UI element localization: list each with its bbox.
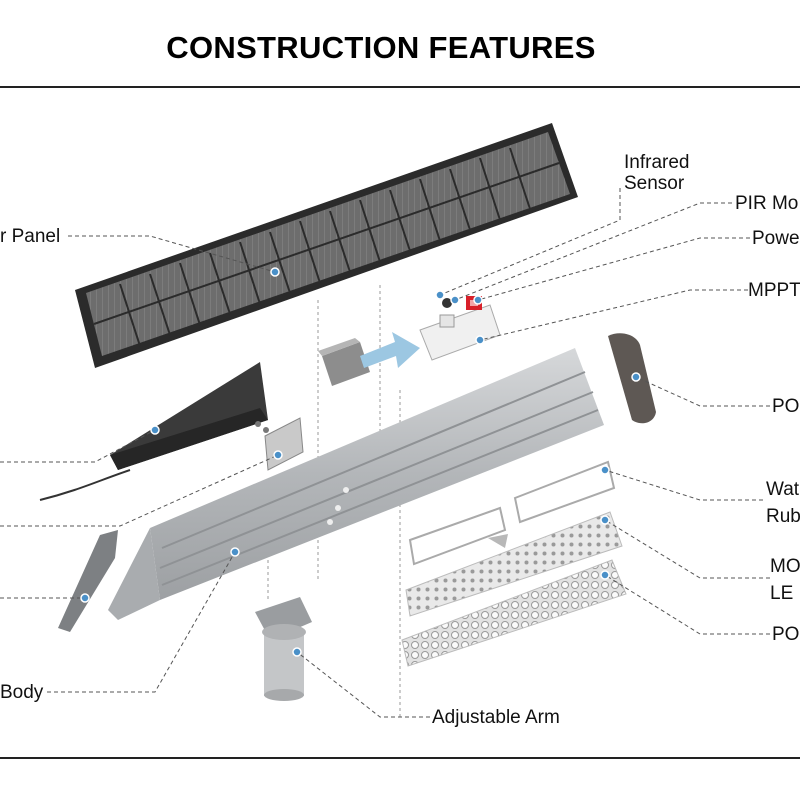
- solar-panel: [75, 123, 578, 368]
- assembly-arrow: [360, 332, 420, 368]
- gasket-arrow: [488, 534, 508, 548]
- label-waterproof-line2: Rub: [766, 506, 800, 527]
- leader-lines: [0, 188, 770, 718]
- label-mppt: MPPT: [748, 280, 800, 301]
- label-adjustable-arm: Adjustable Arm: [432, 707, 560, 728]
- label-power: Powe: [752, 228, 800, 249]
- label-pc-lens: PO: [772, 624, 800, 645]
- sensor-module: [419, 296, 501, 361]
- junction-box: [318, 338, 370, 386]
- label-waterproof-line1: Wat: [766, 479, 800, 500]
- waterproof-gasket: [408, 460, 616, 566]
- side-bracket: [58, 530, 118, 632]
- label-infrared-sensor-line1: Infrared: [624, 152, 690, 173]
- label-solar-panel: r Panel: [0, 226, 61, 247]
- page-title: CONSTRUCTION FEATURES: [166, 30, 596, 65]
- label-pir-module: PIR Mo: [735, 193, 799, 214]
- bottom-divider: [0, 757, 800, 759]
- lamp-housing: [108, 348, 604, 620]
- pc-lens: [401, 559, 627, 667]
- label-infrared-sensor-line2: Sensor: [624, 173, 685, 194]
- label-body: Body: [0, 682, 44, 703]
- led-module: [405, 511, 623, 617]
- label-pc-cover: PO: [772, 396, 800, 417]
- top-divider: [0, 86, 800, 88]
- leader-dots: [80, 267, 641, 657]
- label-module-line2: LE: [770, 583, 794, 604]
- label-module-line1: MO: [770, 556, 800, 577]
- battery-pack: [39, 362, 268, 501]
- adjustable-arm: [255, 597, 312, 701]
